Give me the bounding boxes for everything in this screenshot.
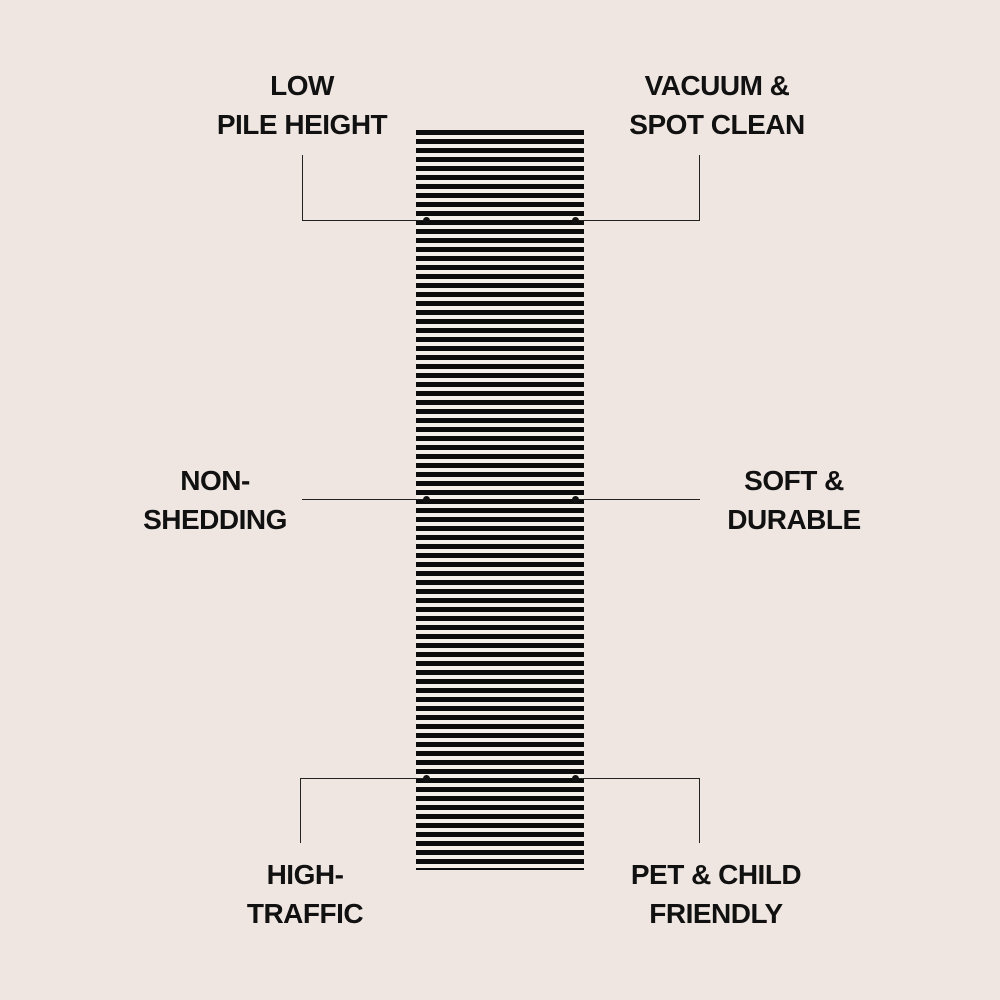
label-line: DURABLE	[727, 504, 861, 535]
label-line: TRAFFIC	[246, 898, 364, 929]
striped-rug-runner	[416, 130, 584, 870]
connector-line	[699, 778, 700, 843]
connector-line	[575, 220, 700, 221]
feature-low-pile-height: LOW PILE HEIGHT	[200, 66, 404, 144]
label-line: SPOT CLEAN	[629, 109, 805, 140]
connector-dot	[423, 775, 430, 782]
feature-vacuum-spot-clean: VACUUM & SPOT CLEAN	[608, 66, 826, 144]
label-line: LOW	[270, 70, 334, 101]
label-line: FRIENDLY	[649, 898, 783, 929]
connector-dot	[572, 775, 579, 782]
connector-line	[575, 499, 700, 500]
feature-soft-durable: SOFT & DURABLE	[700, 461, 888, 539]
connector-dot	[423, 496, 430, 503]
feature-pet-child-friendly: PET & CHILD FRIENDLY	[600, 855, 832, 933]
connector-dot	[572, 496, 579, 503]
connector-line	[302, 155, 303, 220]
label-line: PET & CHILD	[630, 859, 802, 890]
connector-line	[699, 155, 700, 220]
connector-line	[302, 499, 426, 500]
connector-line	[300, 778, 301, 843]
label-line: VACUUM &	[644, 70, 790, 101]
feature-high-traffic: HIGH- TRAFFIC	[210, 855, 400, 933]
label-line: HIGH-	[266, 859, 344, 890]
label-line: SOFT &	[744, 465, 844, 496]
connector-line	[302, 220, 426, 221]
label-line: NON-	[180, 465, 250, 496]
label-line: SHEDDING	[143, 504, 287, 535]
label-line: PILE HEIGHT	[216, 109, 388, 140]
connector-dot	[572, 217, 579, 224]
connector-line	[575, 778, 700, 779]
connector-dot	[423, 217, 430, 224]
connector-line	[300, 778, 426, 779]
feature-non-shedding: NON- SHEDDING	[120, 461, 310, 539]
